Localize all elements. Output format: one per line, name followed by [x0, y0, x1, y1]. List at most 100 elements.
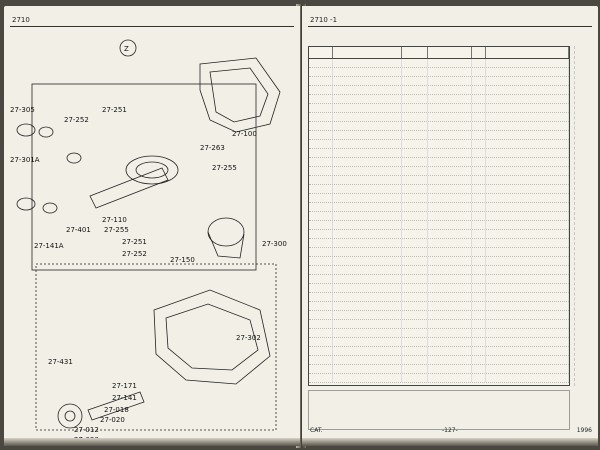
table-cell: [309, 176, 333, 184]
table-cell: [472, 347, 486, 355]
table-cell: [486, 347, 569, 355]
table-row: [309, 320, 569, 329]
table-cell: [309, 266, 333, 274]
table-cell: [486, 338, 569, 346]
table-cell: [309, 347, 333, 355]
table-cell: [472, 302, 486, 310]
table-cell: [309, 329, 333, 337]
callout-label: 27-251: [102, 106, 127, 114]
table-row: [309, 113, 569, 122]
table-row: [309, 149, 569, 158]
table-cell: [402, 131, 429, 139]
table-cell: [428, 194, 472, 202]
table-cell: [309, 311, 333, 319]
z-badge-label: Z: [124, 45, 129, 53]
table-cell: [486, 257, 569, 265]
table-cell: [333, 239, 403, 247]
table-cell: [486, 356, 569, 364]
table-cell: [309, 95, 333, 103]
table-cell: [486, 131, 569, 139]
table-cell: [472, 158, 486, 166]
table-cell: [402, 176, 429, 184]
callout-label: 27-141A: [34, 242, 64, 250]
table-cell: [309, 158, 333, 166]
table-row: [309, 284, 569, 293]
table-cell: [402, 302, 429, 310]
table-cell: [486, 176, 569, 184]
table-cell: [472, 239, 486, 247]
table-cell: [428, 338, 472, 346]
table-cell: [309, 104, 333, 112]
table-cell: [486, 140, 569, 148]
table-cell: [333, 356, 403, 364]
table-cell: [333, 302, 403, 310]
table-cell: [309, 68, 333, 76]
table-cell: [402, 275, 429, 283]
right-page: 2710 -1 CAT. -127- 1996: [302, 6, 598, 446]
table-cell: [472, 266, 486, 274]
table-cell: [402, 239, 429, 247]
right-header-rule: [308, 26, 592, 27]
table-cell: [402, 140, 429, 148]
table-cell: [402, 104, 429, 112]
table-cell: [402, 257, 429, 265]
table-cell: [428, 230, 472, 238]
table-cell: [428, 356, 472, 364]
table-cell: [402, 347, 429, 355]
table-row: [309, 95, 569, 104]
table-cell: [428, 293, 472, 301]
table-row: [309, 266, 569, 275]
table-cell: [472, 86, 486, 94]
table-row: [309, 338, 569, 347]
table-cell: [309, 239, 333, 247]
table-cell: [333, 221, 403, 229]
table-cell: [333, 248, 403, 256]
header-cell: [402, 47, 429, 58]
table-cell: [486, 329, 569, 337]
table-cell: [428, 68, 472, 76]
table-cell: [309, 356, 333, 364]
callout-label: 27-431: [48, 358, 73, 366]
table-cell: [333, 194, 403, 202]
header-cell: [333, 47, 403, 58]
table-cell: [309, 212, 333, 220]
table-cell: [333, 320, 403, 328]
table-cell: [309, 167, 333, 175]
table-cell: [333, 284, 403, 292]
table-cell: [428, 311, 472, 319]
table-cell: [486, 221, 569, 229]
table-cell: [309, 230, 333, 238]
table-cell: [472, 248, 486, 256]
table-cell: [486, 275, 569, 283]
callout-label: 27-305: [10, 106, 35, 114]
table-cell: [309, 338, 333, 346]
callout-label: 27-252: [64, 116, 89, 124]
table-cell: [428, 329, 472, 337]
table-cell: [472, 374, 486, 382]
table-cell: [472, 194, 486, 202]
table-cell: [309, 194, 333, 202]
table-cell: [486, 68, 569, 76]
table-cell: [472, 68, 486, 76]
table-cell: [428, 185, 472, 193]
table-cell: [333, 95, 403, 103]
table-row: [309, 167, 569, 176]
table-cell: [333, 104, 403, 112]
table-cell: [402, 356, 429, 364]
table-cell: [472, 149, 486, 157]
right-page-header: 2710 -1: [310, 16, 338, 24]
table-cell: [309, 122, 333, 130]
table-row: [309, 68, 569, 77]
table-row: [309, 347, 569, 356]
table-cell: [333, 329, 403, 337]
table-cell: [402, 320, 429, 328]
table-cell: [472, 140, 486, 148]
table-cell: [428, 158, 472, 166]
parts-table: [308, 46, 570, 386]
table-cell: [472, 275, 486, 283]
model-code-block: [308, 390, 570, 430]
table-cell: [402, 77, 429, 85]
table-cell: [309, 284, 333, 292]
parts-table-header: [309, 47, 569, 59]
table-cell: [428, 77, 472, 85]
